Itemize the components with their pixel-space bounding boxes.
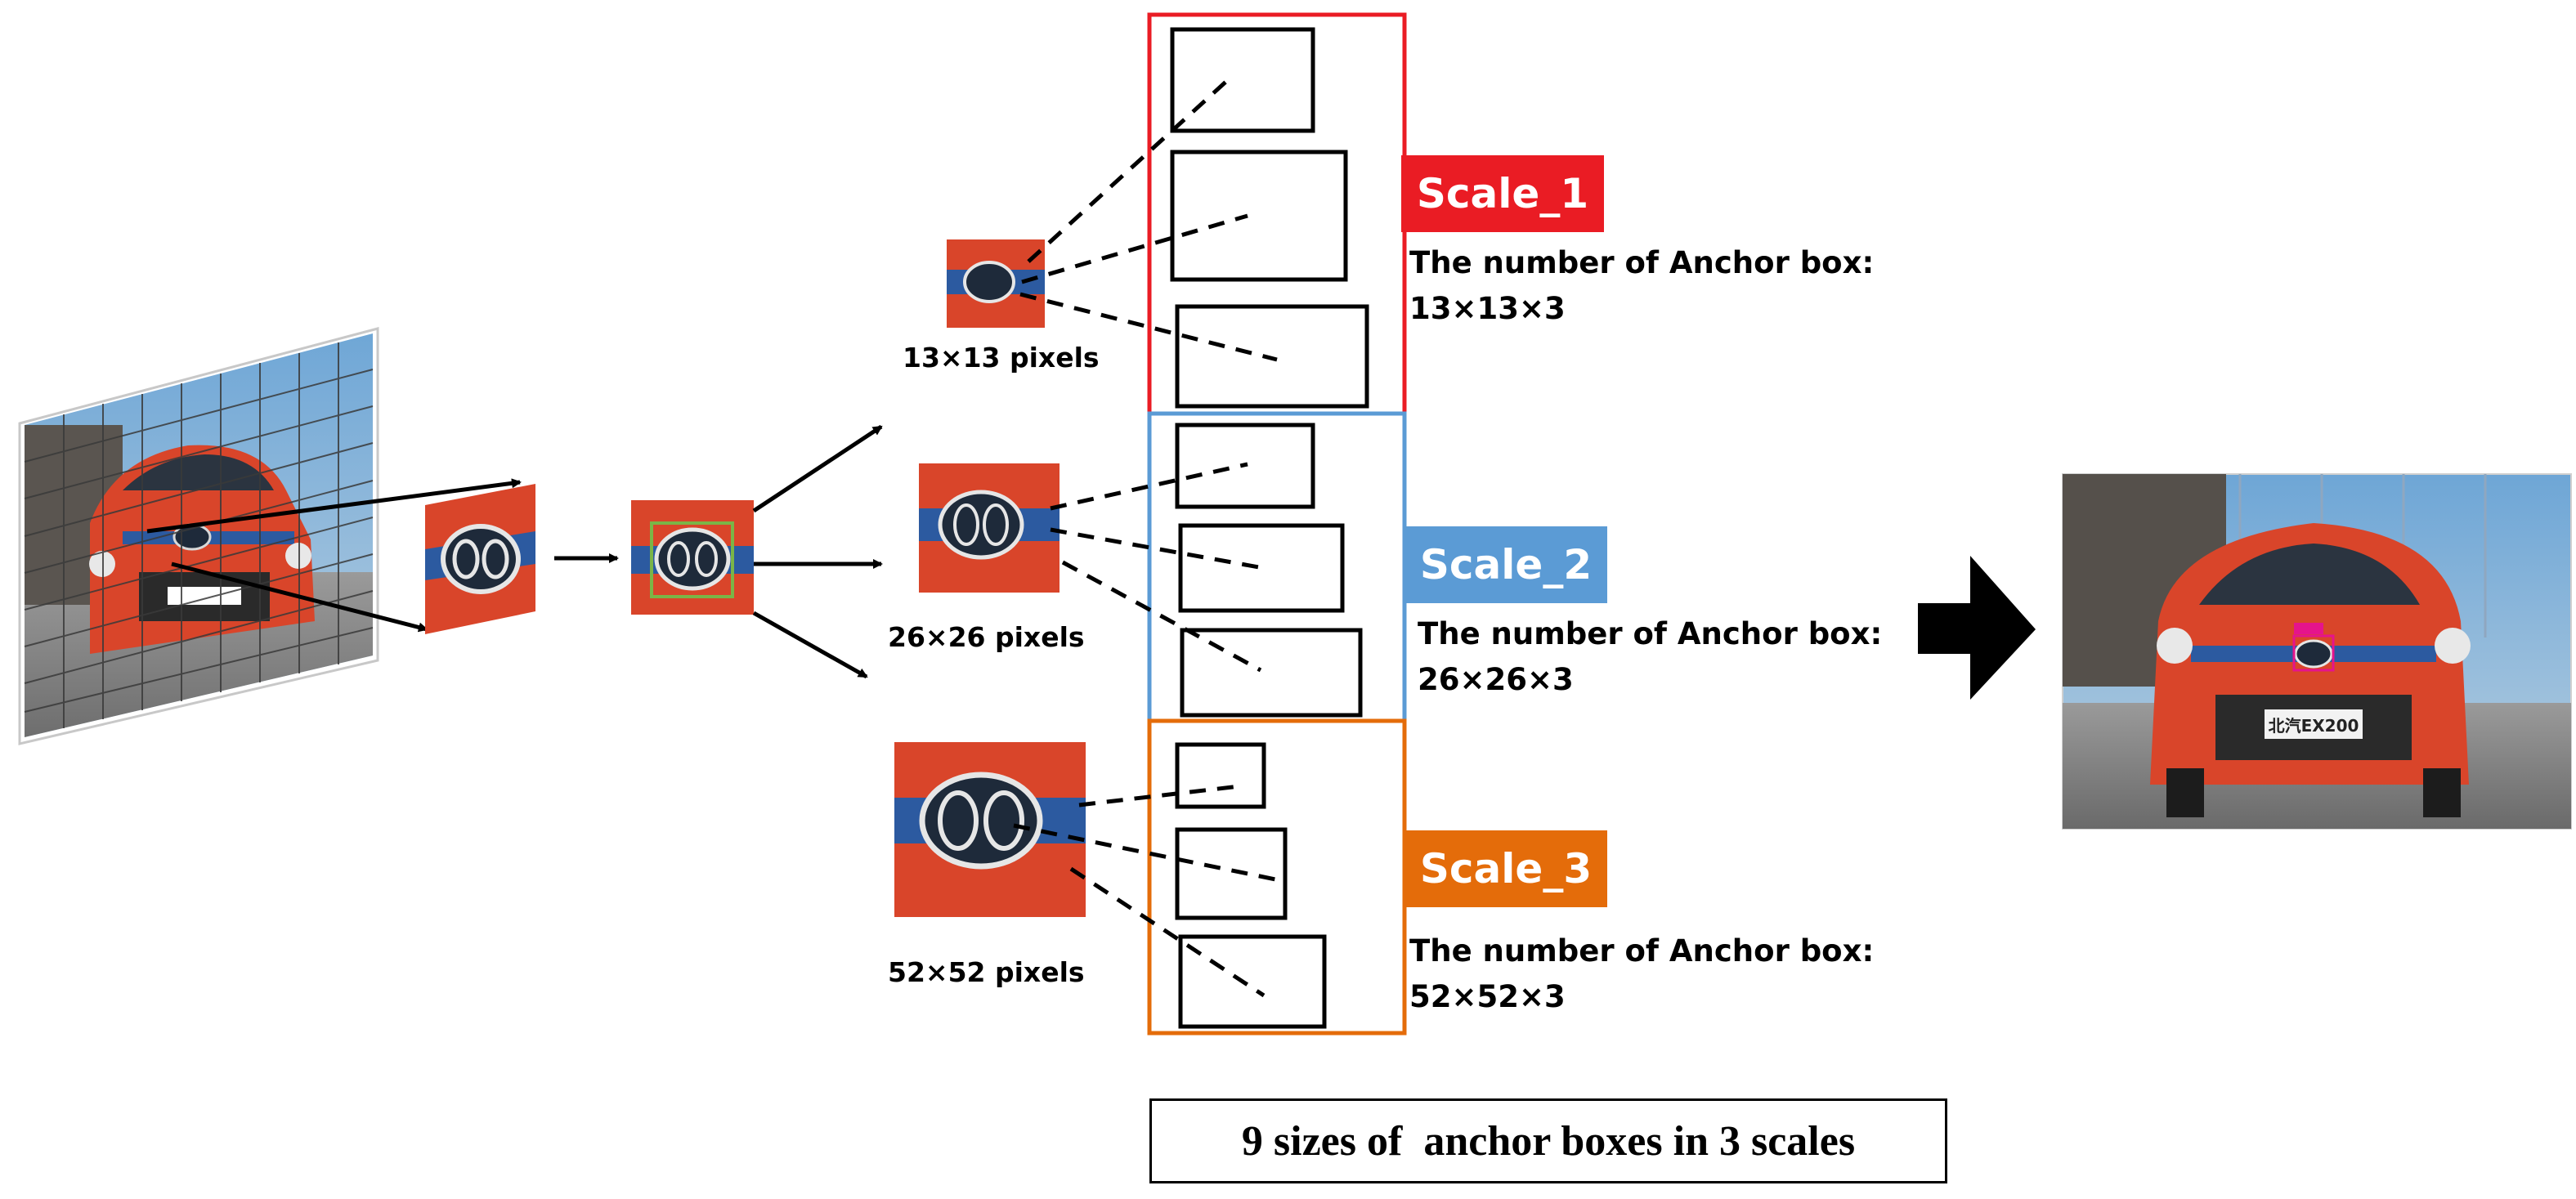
- scale-1-caption-line: The number of Anchor box:: [1409, 245, 1875, 280]
- anchor-box-9: [1178, 934, 1327, 1029]
- feature-map-52: [894, 742, 1086, 917]
- summary-caption: 9 sizes of anchor boxes in 3 scales: [1149, 1098, 1947, 1183]
- backbone-feature-patch: [631, 500, 754, 615]
- anchor-box-2: [1170, 150, 1348, 282]
- dashed-connectors: [1013, 76, 1284, 998]
- scale-3-caption: The number of Anchor box: 52×52×3: [1409, 928, 1874, 1020]
- input-to-crop-arrows: [146, 478, 522, 633]
- feature-map-13: [947, 239, 1045, 328]
- anchor-boxes: [1170, 27, 1369, 1029]
- feature-label-13: 13×13 pixels: [903, 342, 1100, 374]
- scale-3-count: 52×52×3: [1409, 979, 1566, 1014]
- scale-2-count: 26×26×3: [1418, 662, 1574, 697]
- output-arrow: [1918, 556, 2036, 700]
- feature-map-26: [919, 463, 1060, 593]
- output-detection-image: [2062, 473, 2572, 830]
- feature-label-26: 26×26 pixels: [888, 621, 1085, 653]
- scale-3-caption-line: The number of Anchor box:: [1409, 933, 1875, 969]
- scale-2-caption-line: The number of Anchor box:: [1418, 616, 1883, 651]
- scale-1-badge: Scale_1: [1401, 155, 1604, 232]
- output-car-plate-text: 北汽EX200: [2268, 716, 2359, 736]
- cropped-grille-patch: [425, 484, 535, 634]
- scale-1-caption: The number of Anchor box: 13×13×3: [1409, 240, 1874, 332]
- scale-2-badge: Scale_2: [1404, 526, 1607, 603]
- scale-1-count: 13×13×3: [1409, 291, 1566, 326]
- input-image-with-grid: [18, 327, 379, 745]
- anchor-box-5: [1178, 523, 1345, 613]
- anchor-box-7: [1175, 742, 1266, 809]
- anchor-box-1: [1170, 27, 1315, 133]
- feature-label-52: 52×52 pixels: [888, 956, 1085, 988]
- feature-to-scale-arrows: [752, 424, 883, 679]
- summary-caption-text: 9 sizes of anchor boxes in 3 scales: [1241, 1117, 1856, 1165]
- anchor-box-8: [1175, 827, 1288, 920]
- scale-3-badge: Scale_3: [1404, 830, 1607, 907]
- scale-2-caption: The number of Anchor box: 26×26×3: [1418, 611, 1882, 703]
